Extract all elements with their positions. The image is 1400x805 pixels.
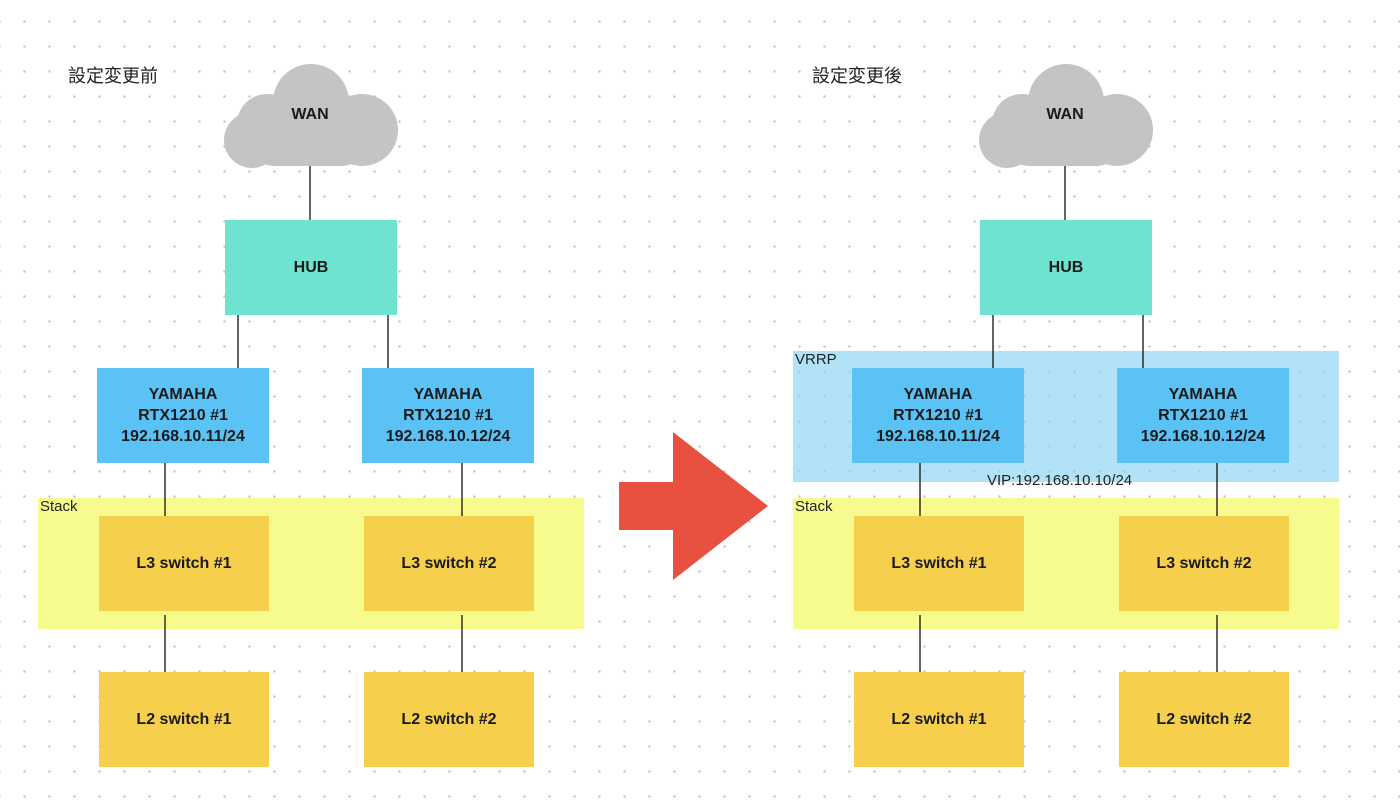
router1-node-after: YAMAHA RTX1210 #1 192.168.10.11/24 — [852, 368, 1024, 463]
l3-switch-label: L3 switch #1 — [891, 555, 987, 572]
router-vendor-label: YAMAHA — [903, 386, 973, 403]
after-title: 設定変更後 — [812, 66, 902, 87]
stack-group-label: Stack — [795, 498, 833, 515]
l2-switch2-node-after: L2 switch #2 — [1119, 672, 1289, 767]
l3-switch1-node-before: L3 switch #1 — [99, 516, 269, 611]
router-model-label: RTX1210 #1 — [403, 407, 493, 424]
right-arrow-icon — [619, 432, 768, 580]
router-vendor-label: YAMAHA — [148, 386, 218, 403]
router-vendor-label: YAMAHA — [413, 386, 483, 403]
wan-label-before: WAN — [291, 106, 329, 123]
hub-node-after: HUB — [980, 220, 1152, 315]
router-ip-label: 192.168.10.12/24 — [1140, 428, 1266, 445]
router-ip-label: 192.168.10.11/24 — [121, 428, 245, 445]
router-model-label: RTX1210 #1 — [138, 407, 228, 424]
l3-switch-label: L3 switch #2 — [1156, 555, 1252, 572]
l2-switch2-node-before: L2 switch #2 — [364, 672, 534, 767]
router-model-label: RTX1210 #1 — [893, 407, 983, 424]
l3-switch-label: L3 switch #1 — [136, 555, 232, 572]
l2-switch1-node-before: L2 switch #1 — [99, 672, 269, 767]
l2-switch-label: L2 switch #1 — [136, 711, 232, 728]
l3-switch1-node-after: L3 switch #1 — [854, 516, 1024, 611]
l2-switch-label: L2 switch #1 — [891, 711, 987, 728]
stack-group-label: Stack — [40, 498, 78, 515]
router-ip-label: 192.168.10.11/24 — [876, 428, 1000, 445]
wan-label-after: WAN — [1046, 106, 1084, 123]
l2-switch-label: L2 switch #2 — [401, 711, 497, 728]
l3-switch2-node-before: L3 switch #2 — [364, 516, 534, 611]
wan-cloud-icon — [224, 64, 398, 168]
router2-node-after: YAMAHA RTX1210 #1 192.168.10.12/24 — [1117, 368, 1289, 463]
vip-label: VIP:192.168.10.10/24 — [987, 472, 1133, 489]
l2-switch1-node-after: L2 switch #1 — [854, 672, 1024, 767]
wan-cloud-icon — [979, 64, 1153, 168]
hub-node-before: HUB — [225, 220, 397, 315]
router-model-label: RTX1210 #1 — [1158, 407, 1248, 424]
l3-switch2-node-after: L3 switch #2 — [1119, 516, 1289, 611]
before-title: 設定変更前 — [68, 66, 158, 87]
vrrp-group-label: VRRP — [795, 351, 837, 368]
router-ip-label: 192.168.10.12/24 — [385, 428, 511, 445]
router-vendor-label: YAMAHA — [1168, 386, 1238, 403]
hub-label: HUB — [293, 259, 329, 276]
l2-switch-label: L2 switch #2 — [1156, 711, 1252, 728]
hub-label: HUB — [1048, 259, 1084, 276]
router1-node-before: YAMAHA RTX1210 #1 192.168.10.11/24 — [97, 368, 269, 463]
l3-switch-label: L3 switch #2 — [401, 555, 497, 572]
router2-node-before: YAMAHA RTX1210 #1 192.168.10.12/24 — [362, 368, 534, 463]
